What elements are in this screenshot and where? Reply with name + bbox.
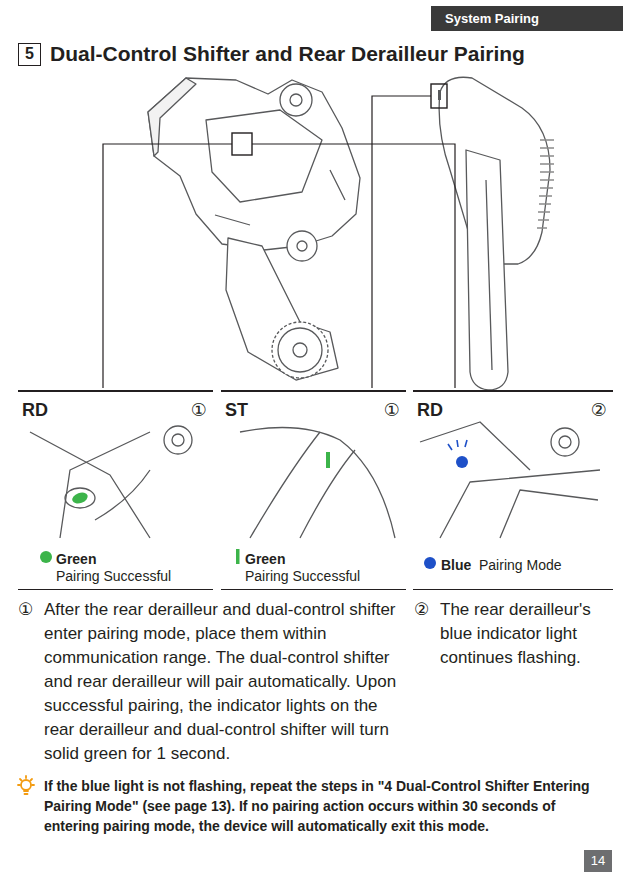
panel-heading: RD xyxy=(417,401,443,419)
shifter-illustration xyxy=(537,140,554,228)
indicator-light xyxy=(456,456,468,468)
detail-sketch xyxy=(240,428,395,539)
rear-derailleur-illustration xyxy=(290,94,302,106)
rear-derailleur-illustration xyxy=(215,170,345,225)
shifter-illustration xyxy=(466,150,508,390)
page-number: 14 xyxy=(584,850,612,872)
detail-sketch xyxy=(551,428,579,456)
callout-frame xyxy=(431,84,447,108)
rear-derailleur-illustration xyxy=(148,78,360,380)
indicator-light xyxy=(326,452,330,468)
panel-heading: RD xyxy=(22,401,48,419)
rear-derailleur-illustration xyxy=(226,238,338,380)
callout-number: ① xyxy=(384,401,400,419)
shifter-illustration xyxy=(439,77,554,390)
leader-line xyxy=(103,144,232,388)
callout-number: ② xyxy=(414,598,429,622)
leader-line xyxy=(372,96,431,388)
tip-icon xyxy=(18,776,34,785)
rear-derailleur-illustration xyxy=(297,241,307,251)
light-color: Green xyxy=(56,550,96,568)
detail-panel: ST ① GreenPairing Successful xyxy=(221,390,406,590)
indicator-light xyxy=(40,551,52,563)
instruction-text: After the rear derailleur and dual-contr… xyxy=(44,598,408,766)
shifter-illustration xyxy=(486,180,492,370)
detail-sketch xyxy=(95,470,150,520)
indicator-light xyxy=(424,557,436,569)
tip-icon xyxy=(21,780,31,790)
detail-panel: RD ② Blue Pairing Mode xyxy=(413,390,613,590)
callout-frame xyxy=(438,90,441,100)
light-color: Blue xyxy=(441,556,471,574)
detail-sketch xyxy=(65,488,95,508)
indicator-light xyxy=(448,440,467,450)
indicator-light xyxy=(71,491,89,506)
leader-line xyxy=(252,144,455,388)
rear-derailleur-illustration xyxy=(287,231,317,261)
tip-icon xyxy=(24,791,28,794)
light-status: Pairing Mode xyxy=(479,556,562,574)
rear-derailleur-illustration xyxy=(272,322,328,378)
detail-sketch xyxy=(60,432,150,538)
detail-sketch xyxy=(300,450,355,538)
detail-panel: RD ① GreenPairing Successful xyxy=(18,390,213,590)
light-status: Pairing Successful xyxy=(245,567,360,585)
rear-derailleur-illustration xyxy=(206,110,322,202)
rear-derailleur-illustration xyxy=(278,328,322,372)
detail-sketch xyxy=(172,434,184,446)
light-status: Pairing Successful xyxy=(56,567,171,585)
indicator-light xyxy=(236,549,240,564)
detail-sketch xyxy=(30,432,150,538)
tip-icon xyxy=(18,776,34,794)
detail-sketch xyxy=(30,422,600,538)
instruction-text: The rear derailleur's blue indicator lig… xyxy=(440,598,616,670)
section-title: Dual-Control Shifter and Rear Derailleur… xyxy=(50,41,525,67)
rear-derailleur-illustration xyxy=(148,78,360,250)
tip-note: If the blue light is not flashing, repea… xyxy=(44,776,612,836)
leader-line xyxy=(103,96,455,388)
callout-number: ① xyxy=(191,401,207,419)
panel-heading: ST xyxy=(225,401,248,419)
rear-derailleur-illustration xyxy=(280,84,312,116)
detail-sketch xyxy=(440,470,600,538)
indicator-light xyxy=(40,440,468,569)
detail-sketch xyxy=(250,432,320,538)
step-number: 5 xyxy=(18,43,41,66)
light-color: Green xyxy=(245,550,285,568)
callout-number: ② xyxy=(591,401,607,419)
callout-frame xyxy=(232,133,252,155)
callout-number: ① xyxy=(18,598,33,622)
detail-sketch xyxy=(559,436,571,448)
section-tab: System Pairing xyxy=(431,6,623,31)
detail-sketch xyxy=(500,490,598,538)
rear-derailleur-illustration xyxy=(293,343,307,357)
detail-sketch xyxy=(164,426,192,454)
detail-sketch xyxy=(420,422,530,470)
